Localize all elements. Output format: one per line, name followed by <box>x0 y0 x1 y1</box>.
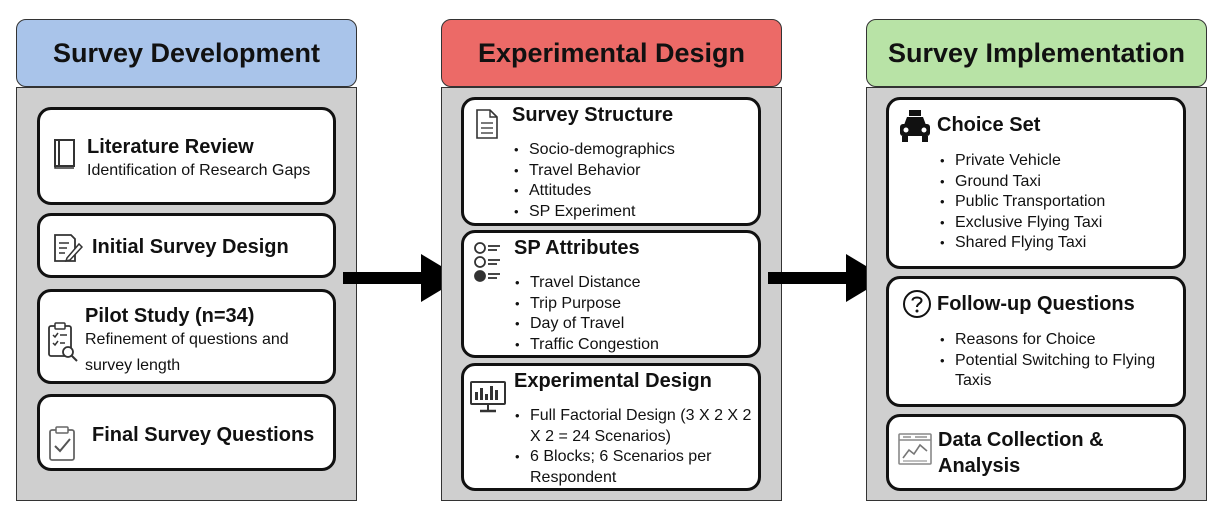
pilot-study-subtitle-line2: survey length <box>85 357 181 374</box>
sp-attributes-title: SP Attributes <box>514 237 640 259</box>
taxi-icon <box>900 110 930 142</box>
list-item: Day of Travel <box>515 314 659 335</box>
choice-set-list: Private Vehicle Ground Taxi Public Trans… <box>939 151 1105 254</box>
literature-review-subtitle: Identification of Research Gaps <box>87 162 311 179</box>
list-item: Private Vehicle <box>940 151 1105 172</box>
survey-structure-list: Socio-demographics Travel Behavior Attit… <box>513 140 675 222</box>
choice-set-card: Choice Set Private Vehicle Ground Taxi P… <box>886 97 1186 269</box>
literature-review-title: Literature Review <box>87 136 254 158</box>
experimental-design-card-title: Experimental Design <box>514 370 712 392</box>
list-item: Travel Behavior <box>514 161 675 182</box>
pilot-study-card: Pilot Study (n=34) Refinement of questio… <box>37 289 336 384</box>
survey-development-header: Survey Development <box>16 19 357 87</box>
survey-structure-card: Survey Structure Socio-demographics Trav… <box>461 97 761 226</box>
form-pen-icon <box>54 234 83 263</box>
pilot-study-title: Pilot Study (n=34) <box>85 305 255 327</box>
book-icon <box>54 139 75 169</box>
follow-up-questions-card: Follow-up Questions Reasons for Choice P… <box>886 276 1186 407</box>
list-item: Public Transportation <box>940 192 1105 213</box>
list-item: 6 Blocks; 6 Scenarios per Respondent <box>515 447 762 488</box>
list-item: Shared Flying Taxi <box>940 233 1105 254</box>
checklist-search-icon <box>48 322 78 362</box>
survey-implementation-header: Survey Implementation <box>866 19 1207 87</box>
data-collection-title-line2: Analysis <box>938 455 1021 477</box>
survey-development-title: Survey Development <box>52 37 321 68</box>
list-item: Exclusive Flying Taxi <box>940 213 1105 234</box>
survey-structure-title: Survey Structure <box>512 104 674 126</box>
initial-survey-design-card: Initial Survey Design <box>37 213 336 278</box>
list-item: SP Experiment <box>514 202 675 223</box>
final-survey-questions-title: Final Survey Questions <box>92 424 315 446</box>
monitor-chart-icon <box>470 381 506 413</box>
list-item: Trip Purpose <box>515 294 659 315</box>
data-collection-title-line1: Data Collection & <box>938 429 1104 451</box>
data-collection-card: Data Collection & Analysis <box>886 414 1186 491</box>
literature-review-card: Literature Review Identification of Rese… <box>37 107 336 205</box>
question-circle-icon <box>903 290 931 318</box>
follow-up-questions-list: Reasons for Choice Potential Switching t… <box>939 330 1185 392</box>
experimental-design-card: Experimental Design Full Factorial Desig… <box>461 363 761 491</box>
list-item: Travel Distance <box>515 273 659 294</box>
follow-up-questions-title: Follow-up Questions <box>937 293 1135 315</box>
sp-attributes-card: SP Attributes Travel Distance Trip Purpo… <box>461 230 761 358</box>
clipboard-check-icon <box>49 426 75 461</box>
survey-implementation-title: Survey Implementation <box>887 37 1186 68</box>
list-item: Full Factorial Design (3 X 2 X 2 X 2 = 2… <box>515 406 762 447</box>
document-icon <box>476 109 498 139</box>
pilot-study-subtitle-line1: Refinement of questions and <box>85 331 289 348</box>
choice-set-title: Choice Set <box>937 114 1041 136</box>
sp-attributes-list: Travel Distance Trip Purpose Day of Trav… <box>514 273 659 355</box>
data-analysis-icon <box>898 433 932 465</box>
list-item: Reasons for Choice <box>940 330 1185 351</box>
final-survey-questions-card: Final Survey Questions <box>37 394 336 471</box>
experimental-design-header: Experimental Design <box>441 19 782 87</box>
list-item: Potential Switching to Flying Taxis <box>940 351 1185 392</box>
experimental-design-list: Full Factorial Design (3 X 2 X 2 X 2 = 2… <box>514 406 762 488</box>
list-item: Attitudes <box>514 181 675 202</box>
list-item: Traffic Congestion <box>515 335 659 356</box>
list-item: Ground Taxi <box>940 172 1105 193</box>
attribute-list-icon <box>474 242 500 282</box>
experimental-design-title: Experimental Design <box>477 37 746 68</box>
list-item: Socio-demographics <box>514 140 675 161</box>
initial-survey-design-title: Initial Survey Design <box>92 236 289 258</box>
